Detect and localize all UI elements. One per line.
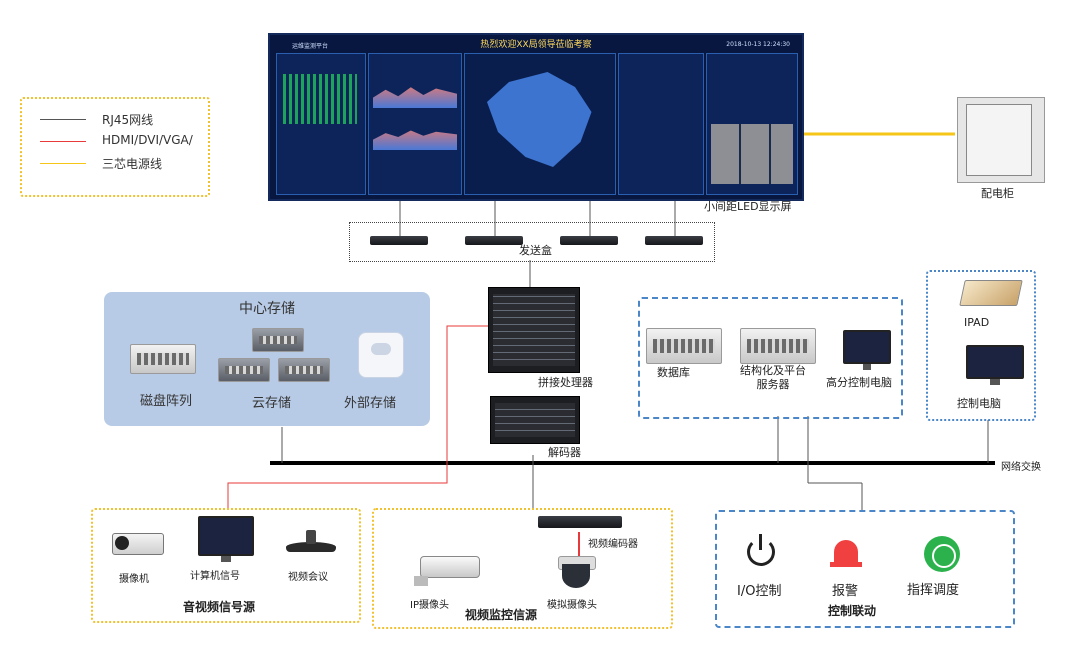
sender-label: 发送盒 [519,244,552,257]
hd-control-pc-label: 高分控制电脑 [826,376,892,389]
sender-box-4 [645,236,703,245]
video-sources-group [372,508,673,629]
cloud-storage-label: 云存储 [252,396,292,411]
computer-signal-label: 计算机信号 [190,571,240,582]
screen-panel-charts [368,53,462,195]
cloud-storage-icon-1 [252,328,304,352]
video-encoder-label: 视频编码器 [588,539,638,550]
screen-panel-map [464,53,616,195]
splicer-label: 拼接处理器 [538,376,593,389]
ipad-icon [959,280,1023,306]
database-label: 数据库 [657,366,690,379]
screen-welcome-title: 热烈欢迎XX局领导莅临考察 [480,40,592,50]
video-conference-icon [286,530,336,552]
mobile-group [926,270,1036,421]
sender-box-3 [560,236,618,245]
cloud-storage-icon-2 [218,358,270,382]
cloud-storage-icon-3 [278,358,330,382]
led-screen: 运维监测平台 热烈欢迎XX局领导莅临考察 2018-10-13 12:24:30 [268,33,804,201]
external-storage-label: 外部存储 [344,396,397,411]
io-control-label: I/O控制 [737,584,782,599]
video-encoder-icon [538,516,622,528]
sender-group [349,222,715,262]
camera-label: 摄像机 [119,574,149,585]
av-sources-title: 音视频信号源 [183,600,256,614]
legend-rj45-swatch [40,119,86,120]
video-conference-label: 视频会议 [288,572,328,583]
hdmi-line-av [227,425,448,508]
led-screen-caption: 小间距LED显示屏 [704,200,792,213]
sender-box-1 [370,236,428,245]
ip-camera-icon [414,556,480,586]
decoder-label: 解码器 [548,446,581,459]
control-group [715,510,1015,628]
legend-power-swatch [40,163,86,164]
sender-box-2 [465,236,523,245]
analog-camera-icon [558,556,596,588]
screen-datetime: 2018-10-13 12:24:30 [726,41,790,48]
hdmi-line-storage [446,325,488,425]
legend-hdmi-swatch [40,141,86,142]
control-pc-label: 控制电脑 [957,397,1001,410]
power-cabinet-label: 配电柜 [981,187,1014,200]
analog-camera-label: 模拟摄像头 [547,600,597,611]
decoder-device [490,396,580,444]
storage-title: 中心存储 [239,301,295,317]
database-server-icon [646,328,722,364]
disk-array-icon [130,344,196,374]
camera-icon [112,533,164,555]
control-title: 控制联动 [828,604,877,618]
power-icon [745,534,775,566]
central-storage: 中心存储 磁盘阵列 云存储 外部存储 [104,292,430,426]
alarm-icon [824,534,868,568]
screen-panel-stats [618,53,704,195]
ipad-label: IPAD [964,316,990,329]
computer-signal-icon [198,516,254,562]
av-sources-group [91,508,361,623]
hd-control-pc-icon [843,330,891,370]
screen-platform-title: 运维监测平台 [292,43,329,50]
platform-server-label: 结构化及平台 服务器 [740,364,806,391]
control-pc-icon [966,345,1024,385]
network-switch-label: 网络交换 [1001,462,1041,473]
video-sources-title: 视频监控信源 [465,608,538,622]
screen-panel-left [276,53,366,195]
legend: RJ45网线 HDMI/DVI/VGA/ 三芯电源线 [20,97,210,197]
servers-group [638,297,903,419]
dispatch-chat-icon [924,536,960,572]
legend-power-label: 三芯电源线 [102,157,163,171]
power-cabinet [957,97,1045,183]
screen-panel-video [706,53,798,195]
alarm-label: 报警 [832,584,859,599]
legend-hdmi-label: HDMI/DVI/VGA/ [102,133,193,147]
platform-server-icon [740,328,816,364]
dispatch-label: 指挥调度 [907,583,960,598]
disk-array-label: 磁盘阵列 [140,394,193,409]
ip-camera-label: IP摄像头 [410,600,449,611]
legend-rj45-label: RJ45网线 [102,113,154,127]
external-storage-icon [358,332,404,378]
splicer-device [488,287,580,373]
